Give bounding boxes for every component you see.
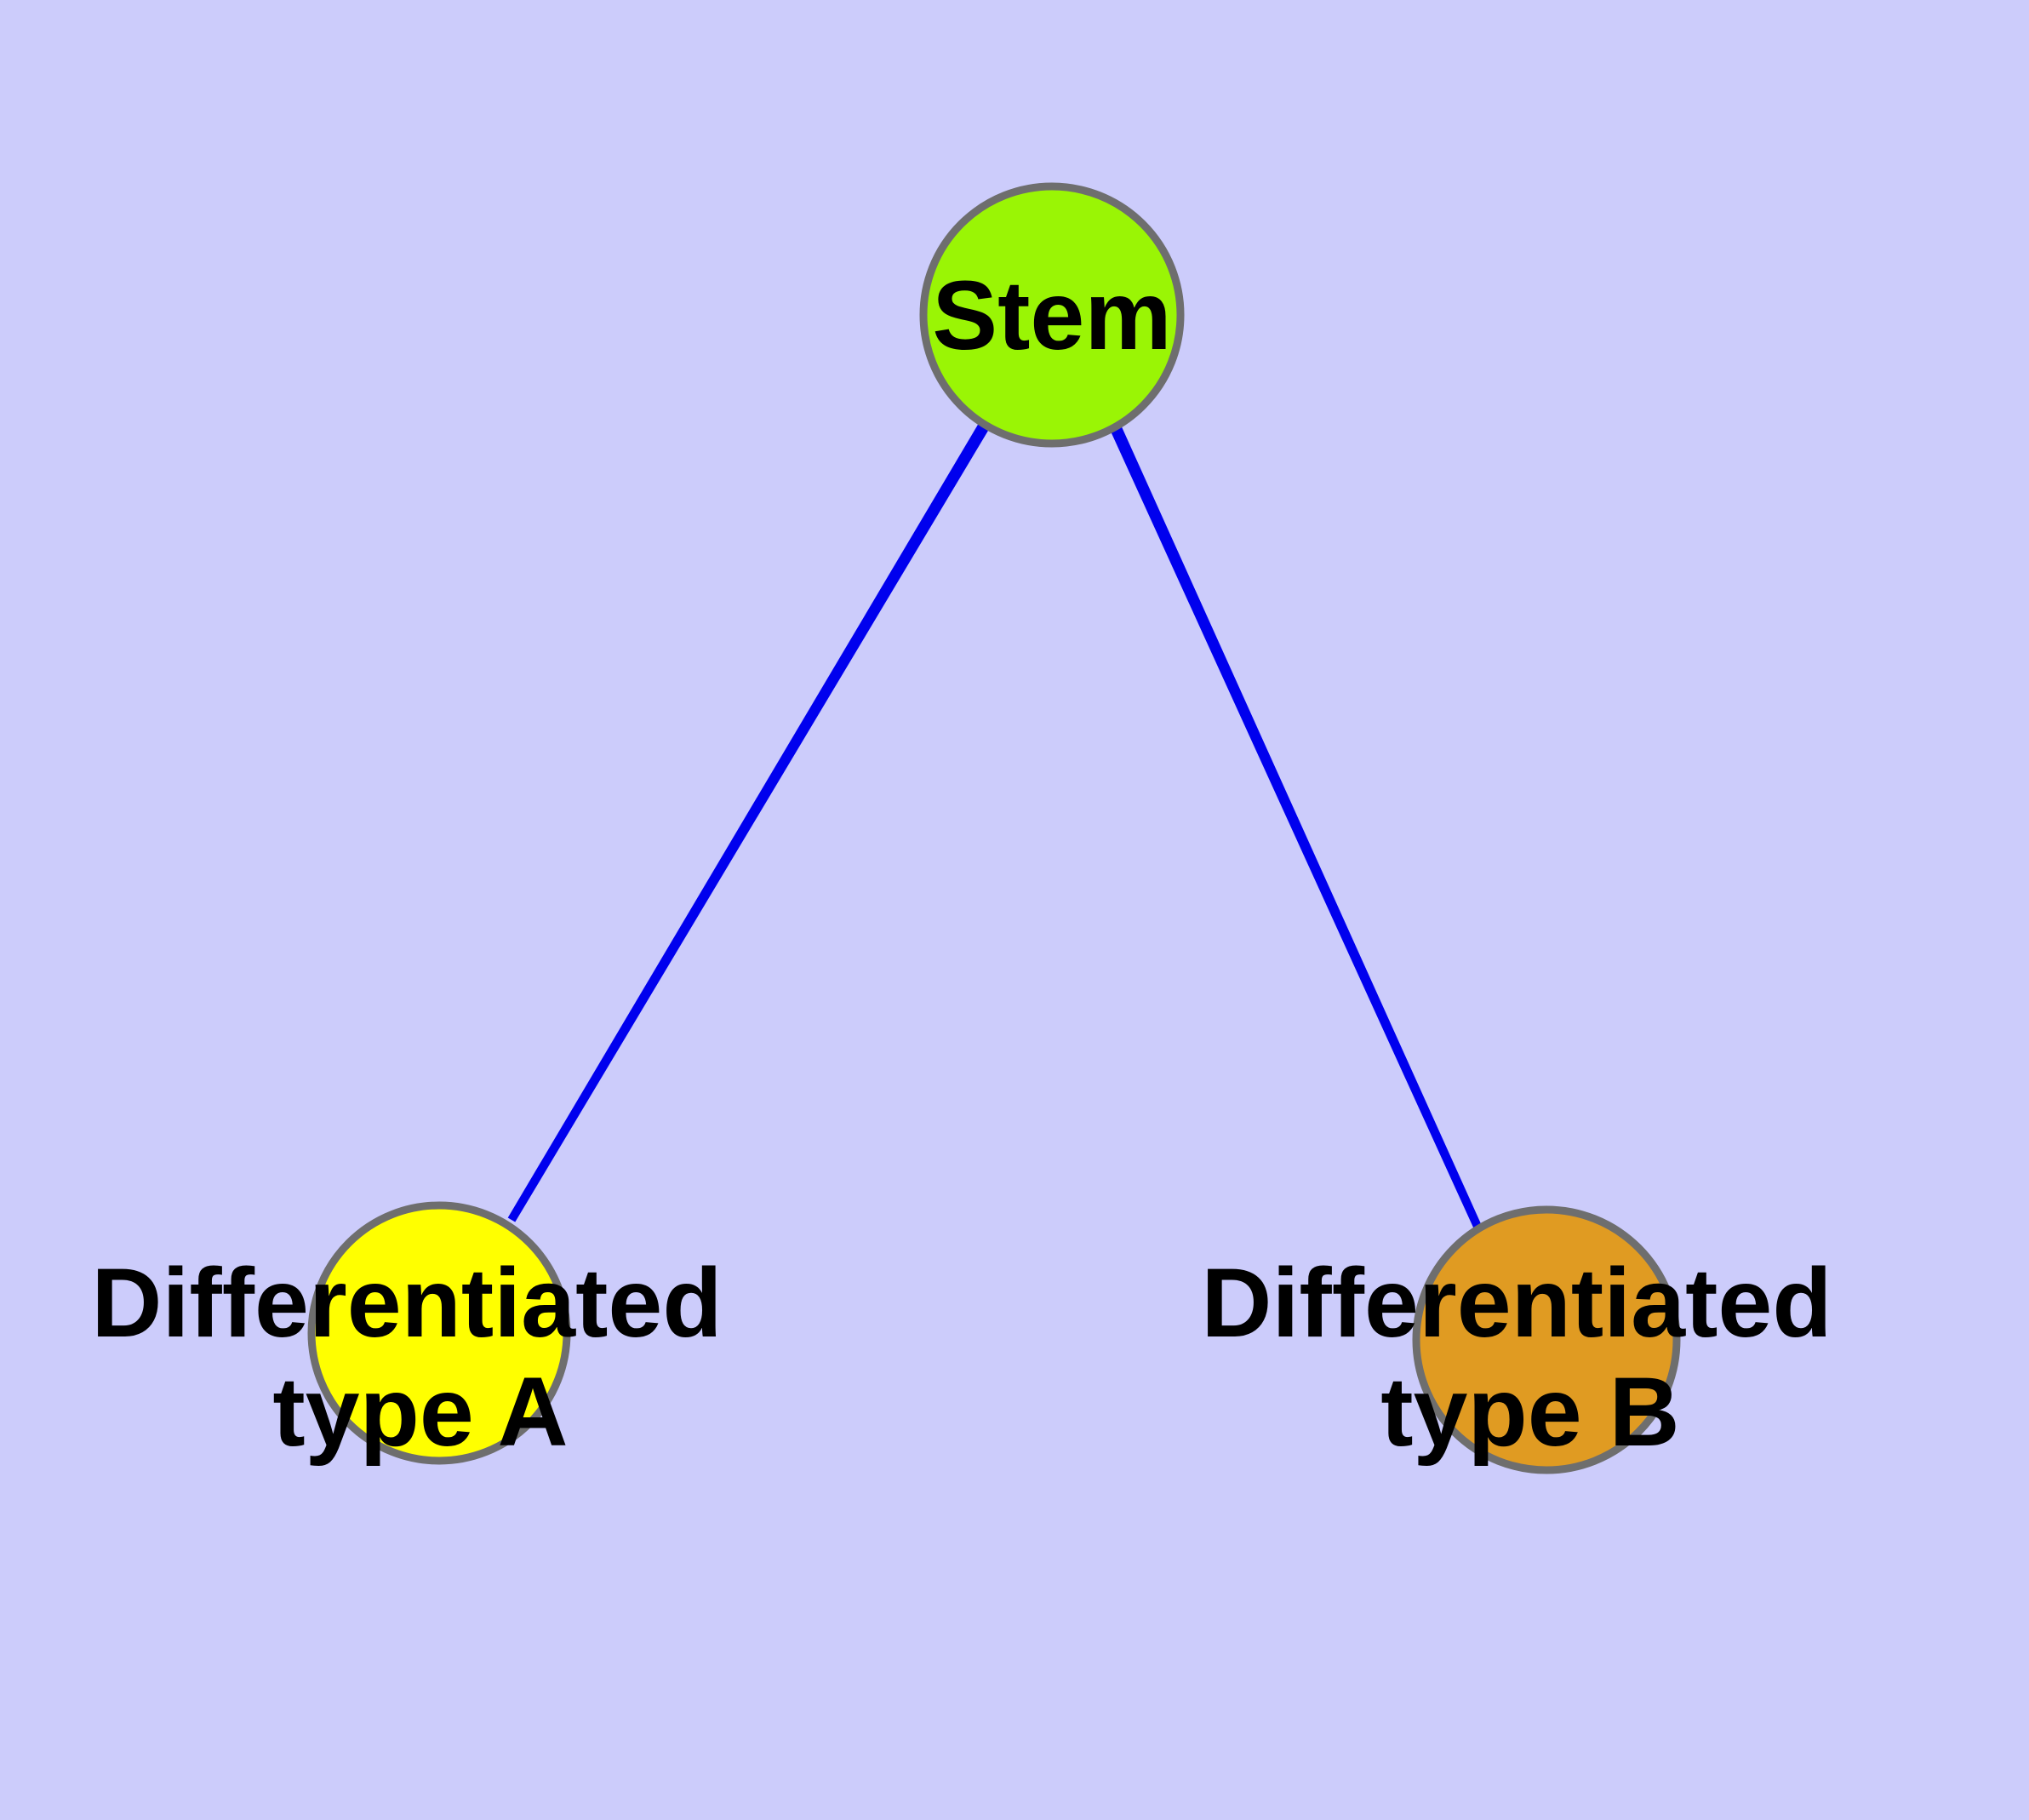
- edges-group: [507, 421, 1483, 1231]
- node-circle-differentiated-type-a[interactable]: [307, 1201, 571, 1465]
- node-circle-differentiated-type-b[interactable]: [1412, 1205, 1681, 1474]
- node-label-stem-line-1: Stem: [932, 261, 1171, 370]
- node-label-differentiated-type-a-line-2: type A: [272, 1358, 568, 1467]
- edge-stem-to-type-b: [1110, 426, 1483, 1231]
- edge-stem-to-type-a: [507, 421, 991, 1222]
- node-circle-stem[interactable]: [919, 182, 1185, 448]
- node-differentiated-type-a[interactable]: [307, 1201, 571, 1465]
- node-differentiated-type-b[interactable]: [1412, 1205, 1681, 1474]
- node-stem[interactable]: [919, 182, 1185, 448]
- labels-group: Stem Differentiated type A Differentiate…: [91, 261, 1859, 1467]
- node-label-differentiated-type-b: Differentiated type B: [1201, 1249, 1859, 1467]
- node-label-differentiated-type-b-line-1: Differentiated: [1201, 1249, 1832, 1358]
- node-label-differentiated-type-b-line-2: type B: [1380, 1358, 1679, 1467]
- node-label-differentiated-type-a: Differentiated type A: [91, 1249, 749, 1467]
- node-label-differentiated-type-a-line-1: Differentiated: [91, 1249, 722, 1358]
- nodes-group: [307, 182, 1681, 1474]
- node-label-stem: Stem: [932, 261, 1171, 370]
